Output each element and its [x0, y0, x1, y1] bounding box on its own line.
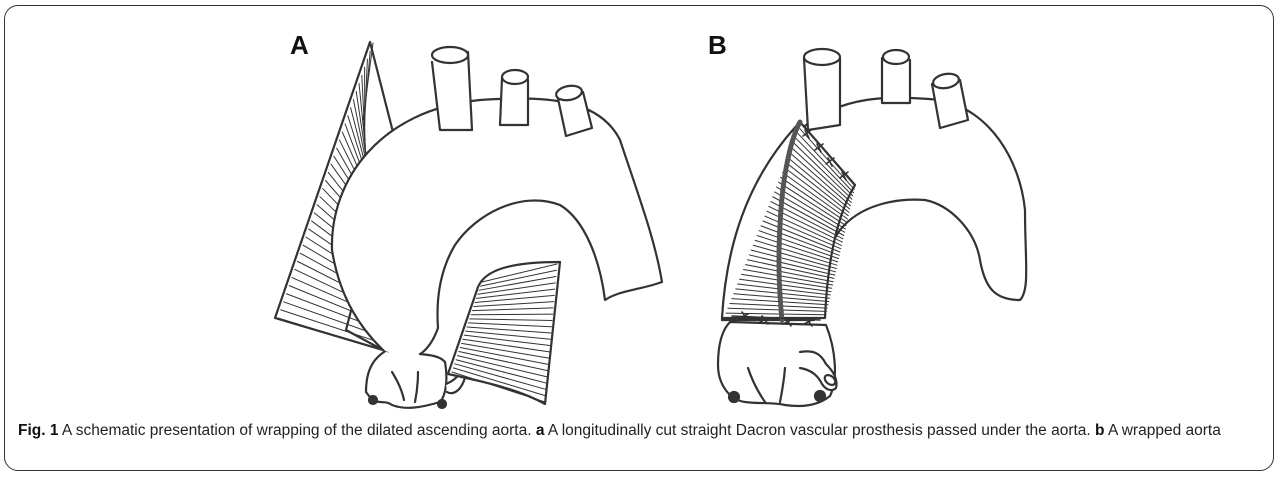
figure-caption: Fig. 1 A schematic presentation of wrapp…	[18, 420, 1258, 441]
caption-text-3: A wrapped aorta	[1105, 422, 1221, 439]
prosthesis-sheet-right-a	[448, 262, 560, 404]
caption-b-label: b	[1095, 422, 1104, 439]
panel-label-a: A	[290, 30, 309, 61]
panel-label-b: B	[708, 30, 727, 61]
prosthesis-rib	[471, 314, 553, 315]
caption-fig-label: Fig. 1	[18, 422, 58, 439]
caption-text-1: A schematic presentation of wrapping of …	[58, 422, 535, 439]
caption-text-2: A longitudinally cut straight Dacron vas…	[544, 422, 1095, 439]
